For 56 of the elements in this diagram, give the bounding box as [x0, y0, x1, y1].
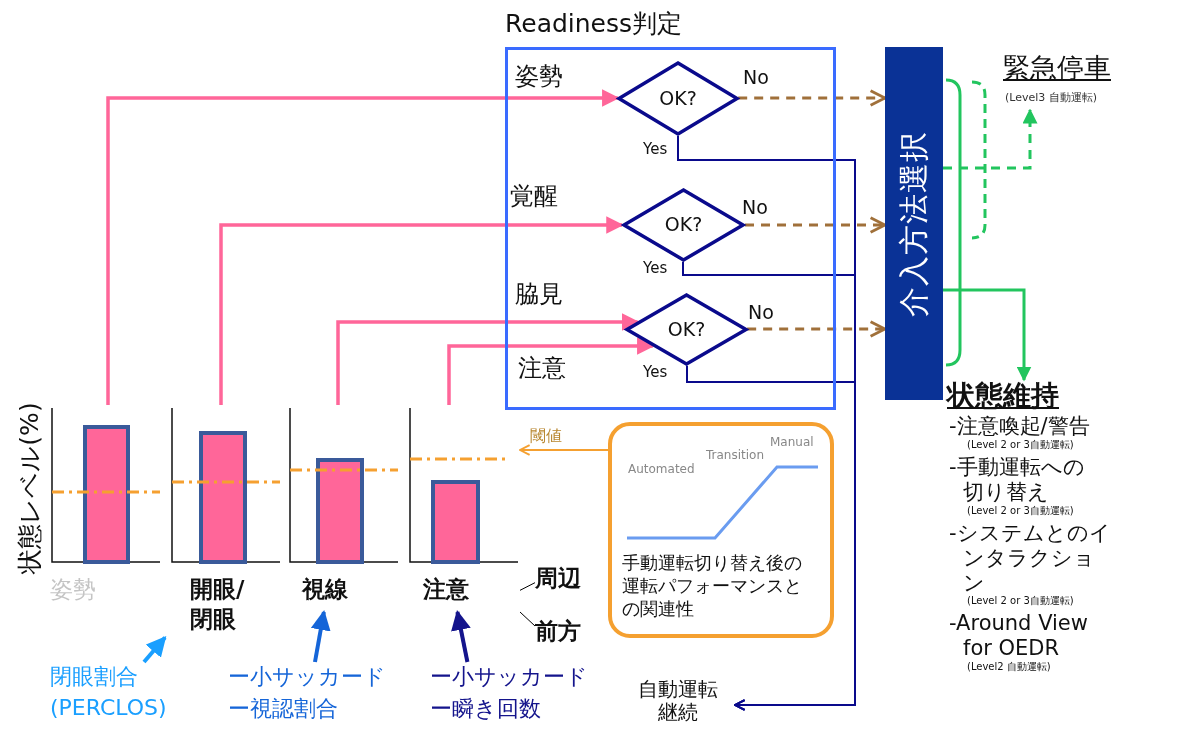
- arrow: [943, 288, 1032, 382]
- chart-label: 視線: [302, 575, 349, 604]
- measure-text: ー小サッカード: [430, 663, 588, 691]
- item-note: (Level 2 or 3自動運転): [967, 439, 1074, 451]
- graph-label: Manual: [770, 436, 814, 450]
- measure-text: ー小サッカード: [228, 663, 386, 691]
- arrow: [219, 216, 624, 405]
- chart-label: 注意: [423, 575, 470, 604]
- sub-label: 周辺: [535, 565, 581, 592]
- measure-text: 閉眼割合(PERCLOS): [50, 663, 165, 722]
- dashed-arrow: [738, 89, 887, 107]
- decision-label: OK?: [663, 214, 704, 236]
- process-bar: [885, 47, 943, 400]
- arrow: [336, 313, 640, 405]
- decision-label: OK?: [666, 318, 707, 341]
- dashed-arrow: [745, 216, 887, 234]
- input-label: 脇見: [515, 281, 563, 309]
- dashed-arrow: [943, 108, 1038, 170]
- decision-label: OK?: [658, 87, 698, 110]
- arrow: [310, 610, 331, 663]
- list-item: -手動運転への切り替え: [949, 455, 1086, 505]
- list-item: -Around View for OEDR: [949, 611, 1089, 661]
- panel-text: 手動運転切り替え後の運転パフォーマンスとの関連性: [622, 552, 803, 621]
- item-note: (Level 2 or 3自動運転): [967, 505, 1074, 517]
- vertical-label: 介入方法選択: [896, 130, 932, 317]
- item-note: (Level 2 or 3自動運転): [967, 595, 1074, 607]
- arrow: [451, 610, 471, 663]
- input-label: 覚醒: [510, 183, 558, 211]
- chart-label: 開眼/閉眼: [190, 575, 246, 634]
- outcome-text: 自動運転継続: [638, 678, 718, 724]
- arrow: [686, 364, 856, 711]
- connector-line: [519, 582, 536, 591]
- list-item: -注意喚起/警告: [949, 414, 1091, 439]
- input-label: 姿勢: [515, 63, 563, 91]
- list-item: -システムとのインタラクション: [949, 521, 1112, 596]
- outcome-heading: 緊急停車: [1003, 52, 1111, 84]
- measure-text: ー視認割合: [228, 695, 338, 723]
- arrow: [106, 89, 620, 405]
- sub-label: 前方: [535, 618, 581, 645]
- input-label: 注意: [518, 355, 566, 383]
- arrow: [519, 444, 609, 456]
- graph-label: Automated: [628, 463, 695, 477]
- item-note: (Level2 自動運転): [967, 661, 1051, 673]
- arrow: [447, 337, 655, 405]
- measure-text: ー瞬き回数: [430, 695, 541, 723]
- arrow: [142, 636, 167, 664]
- graph-label: Transition: [706, 449, 765, 463]
- rounded-panel: [608, 422, 834, 638]
- chart-label: 姿勢: [50, 575, 97, 604]
- outcome-heading: 状態維持: [947, 380, 1059, 413]
- outcome-note: (Level3 自動運転): [1005, 92, 1098, 105]
- dashed-arrow: [747, 320, 887, 338]
- edge-label: 閾値: [530, 427, 562, 446]
- axis-title: 状態レベル(%): [15, 402, 45, 574]
- connector-line: [519, 611, 536, 627]
- section-heading: Readiness判定: [505, 10, 683, 39]
